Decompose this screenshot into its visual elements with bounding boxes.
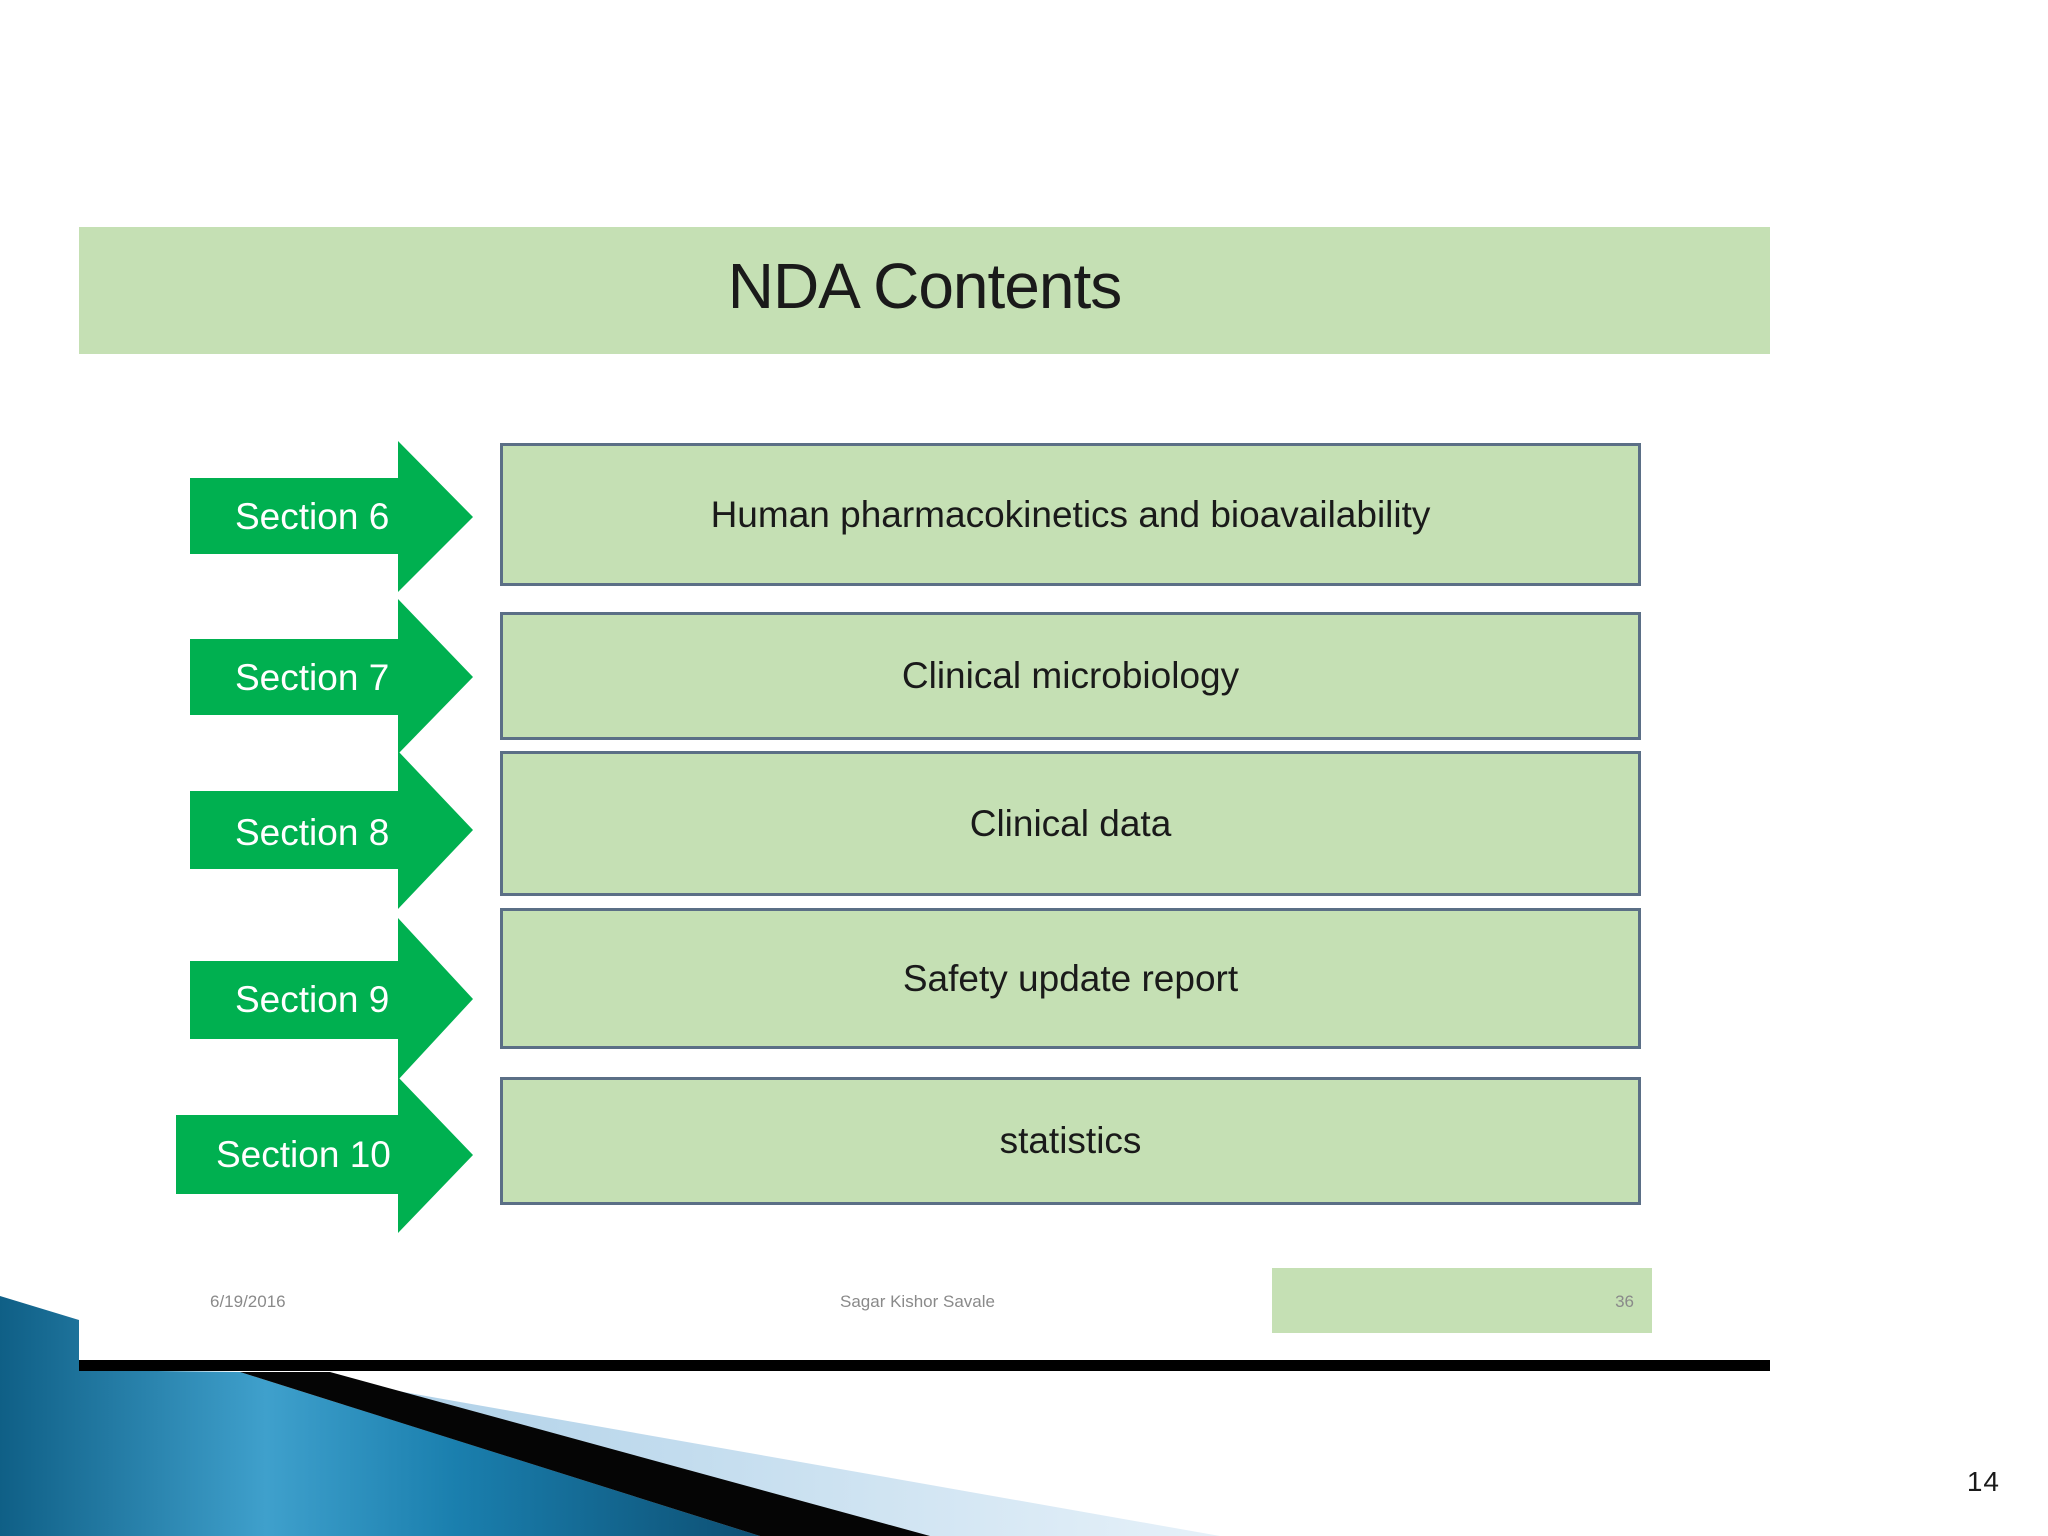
section-8-content-box: Clinical data xyxy=(500,751,1641,896)
section-content: statistics xyxy=(999,1120,1142,1161)
section-label: Section 6 xyxy=(235,496,390,537)
section-label: Section 10 xyxy=(216,1134,391,1175)
title-band: NDA Contents xyxy=(79,227,1770,354)
section-label: Section 8 xyxy=(235,812,390,853)
arrow-shape xyxy=(190,751,473,909)
section-label: Section 7 xyxy=(235,657,390,698)
section-content: Human pharmacokinetics and bioavailabili… xyxy=(710,493,1431,535)
arrow-shape xyxy=(190,918,473,1080)
section-7-content-box: Clinical microbiology xyxy=(500,612,1641,740)
section-label: Section 9 xyxy=(235,979,390,1020)
arrow-shape xyxy=(176,1077,473,1233)
footer-author: Sagar Kishor Savale xyxy=(840,1292,995,1311)
arrow-shape xyxy=(190,441,473,592)
slide-title: NDA Contents xyxy=(727,250,1123,322)
section-10-content-box: statistics xyxy=(500,1077,1641,1205)
section-content: Clinical microbiology xyxy=(901,655,1240,696)
section-content: Clinical data xyxy=(969,802,1172,844)
footer-slide-number: 36 xyxy=(1615,1292,1634,1311)
section-6-content-box: Human pharmacokinetics and bioavailabili… xyxy=(500,443,1641,586)
bottom-divider xyxy=(79,1360,1770,1371)
footer-slide-number-box: 36 xyxy=(1272,1268,1652,1333)
section-9-content-box: Safety update report xyxy=(500,908,1641,1049)
arrow-shape xyxy=(190,599,473,754)
page-number: 14 xyxy=(1966,1466,2000,1497)
section-content: Safety update report xyxy=(902,957,1239,999)
footer-date: 6/19/2016 xyxy=(210,1292,286,1311)
